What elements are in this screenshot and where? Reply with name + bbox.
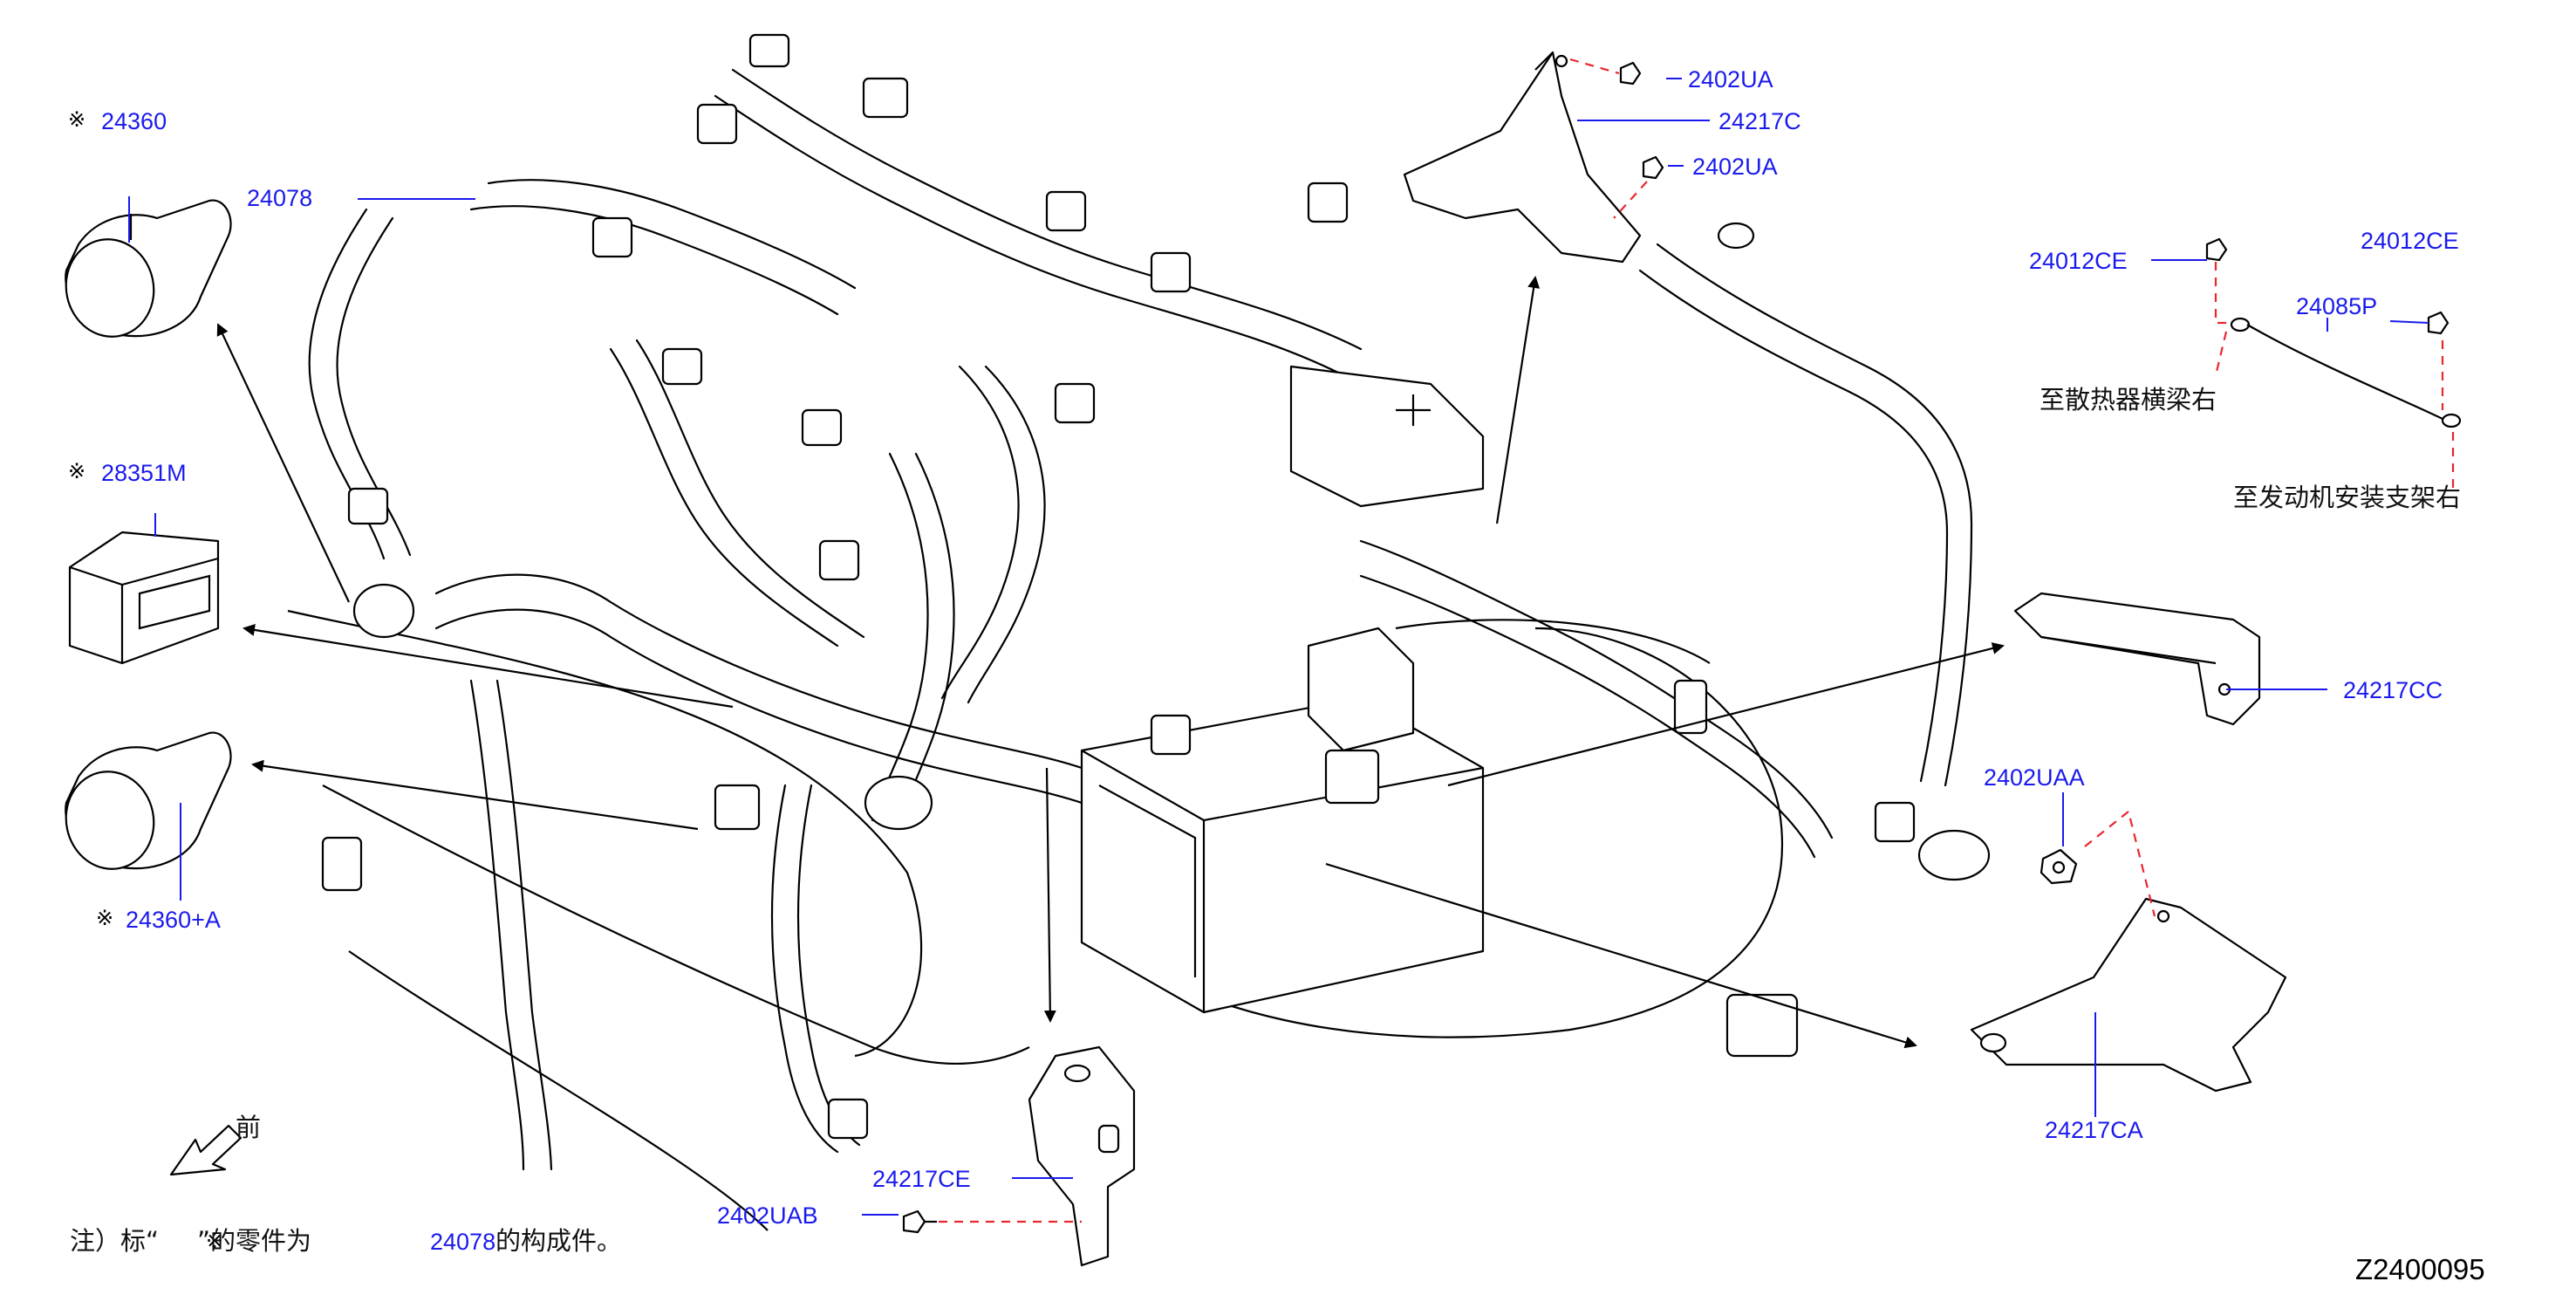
footnote-suffix: 的构成件。 bbox=[495, 1226, 622, 1256]
label-24012CE-1: 24012CE bbox=[2029, 248, 2128, 274]
label-24217C: 24217C bbox=[1718, 108, 1801, 134]
label-24217CE: 24217CE bbox=[872, 1166, 971, 1192]
cap-24360A bbox=[65, 731, 232, 870]
part-labels: ※ 24360 24078 ※ 28351M ※ 24360+A 2402UA … bbox=[68, 66, 2461, 1229]
engine-harness-assembly bbox=[287, 33, 1991, 1231]
bracket-24217CE bbox=[1028, 1045, 1136, 1267]
clip-28351M bbox=[68, 531, 220, 665]
label-2402UAA: 2402UAA bbox=[1984, 764, 2085, 791]
bracket-24217CA bbox=[1970, 897, 2287, 1093]
bolt-2402UA-1 bbox=[1619, 61, 1642, 86]
label-24360A: 24360+A bbox=[126, 907, 221, 933]
footnote-asterisk: ※ bbox=[206, 1229, 223, 1253]
diagram-reference-code: Z2400095 bbox=[2355, 1253, 2485, 1285]
asterisk-mark-28351M: ※ bbox=[68, 459, 85, 483]
callout-arrows bbox=[216, 276, 2005, 1049]
caption-to-radiator-crossmember-right: 至散热器横梁右 bbox=[2040, 385, 2217, 415]
label-2402UA-2: 2402UA bbox=[1692, 154, 1778, 180]
caption-to-engine-mount-bracket-right: 至发动机安装支架右 bbox=[2233, 483, 2461, 512]
label-24085P: 24085P bbox=[2296, 293, 2377, 319]
asterisk-mark-24360: ※ bbox=[68, 107, 85, 132]
cap-24360 bbox=[65, 199, 232, 338]
asterisk-mark-24360A: ※ bbox=[96, 906, 113, 930]
earth-strap-24085P bbox=[2230, 317, 2462, 428]
label-24217CA: 24217CA bbox=[2045, 1117, 2143, 1143]
label-24360: 24360 bbox=[101, 108, 167, 134]
bolt-2402UAB bbox=[902, 1209, 937, 1234]
footnote-mid: ”的零件为 bbox=[197, 1226, 311, 1256]
label-24078: 24078 bbox=[247, 185, 312, 211]
label-2402UAB: 2402UAB bbox=[717, 1202, 818, 1229]
bracket-24217CC bbox=[2013, 592, 2261, 726]
footnote: 注）标“ ※ ”的零件为 24078 的构成件。 bbox=[70, 1226, 622, 1256]
footnote-prefix: 注）标“ bbox=[70, 1226, 159, 1256]
bracket-24217C bbox=[1403, 51, 1642, 264]
bolt-24012CE-1 bbox=[2205, 237, 2228, 262]
bolt-24012CE-2 bbox=[2427, 311, 2450, 335]
label-24217CC: 24217CC bbox=[2343, 677, 2443, 703]
label-2402UA-1: 2402UA bbox=[1688, 66, 1773, 92]
bolt-2402UA-2 bbox=[1642, 155, 1664, 180]
footnote-part-number: 24078 bbox=[430, 1229, 495, 1255]
nut-2402UAA bbox=[2040, 848, 2078, 885]
part-number-leaders bbox=[128, 78, 2429, 1216]
install-dashed-leaders bbox=[939, 58, 2455, 1223]
front-direction-icon bbox=[169, 1124, 243, 1176]
label-28351M: 28351M bbox=[101, 460, 187, 486]
label-24012CE-2: 24012CE bbox=[2361, 228, 2459, 254]
caption-front: 前 bbox=[236, 1113, 261, 1142]
